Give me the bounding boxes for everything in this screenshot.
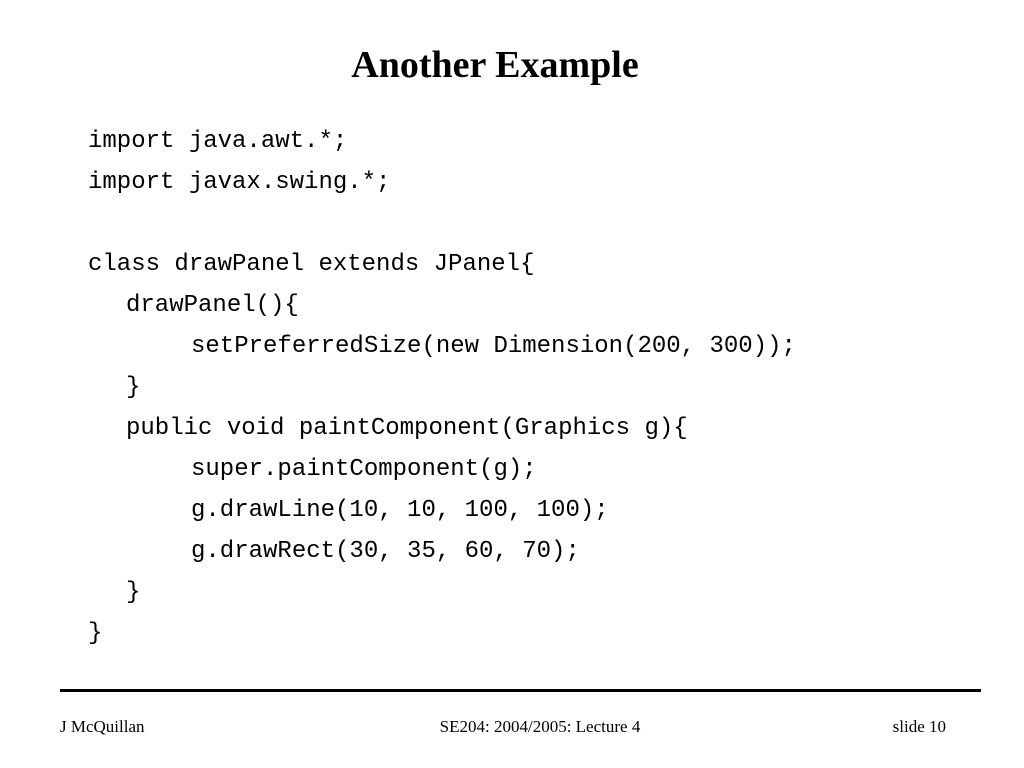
code-line-draw-line: g.drawLine(10, 10, 100, 100); (191, 497, 609, 524)
code-line-blank (88, 203, 796, 244)
code-line-draw-rect: g.drawRect(30, 35, 60, 70); (191, 538, 580, 565)
code-line-set-preferred-size: setPreferredSize(new Dimension(200, 300)… (191, 333, 796, 360)
slide-title: Another Example (351, 44, 639, 86)
code-line-constructor: drawPanel(){ (126, 292, 299, 319)
footer-divider (60, 689, 981, 692)
code-line-super-call: super.paintComponent(g); (191, 456, 537, 483)
footer-author: J McQuillan (60, 717, 145, 736)
footer-slide-number: slide 10 (892, 717, 946, 736)
code-line-class-close: } (88, 620, 103, 647)
code-line-import-swing: import javax.swing.*; (88, 169, 391, 196)
code-line-constructor-close: } (126, 374, 141, 401)
code-block: import java.awt.*; import javax.swing.*;… (88, 121, 796, 654)
code-line-paint-component: public void paintComponent(Graphics g){ (126, 415, 688, 442)
footer-course: SE204: 2004/2005: Lecture 4 (439, 717, 641, 736)
code-line-class-declaration: class drawPanel extends JPanel{ (88, 251, 535, 278)
code-line-method-close: } (126, 579, 141, 606)
code-line-import-awt: import java.awt.*; (88, 128, 348, 155)
